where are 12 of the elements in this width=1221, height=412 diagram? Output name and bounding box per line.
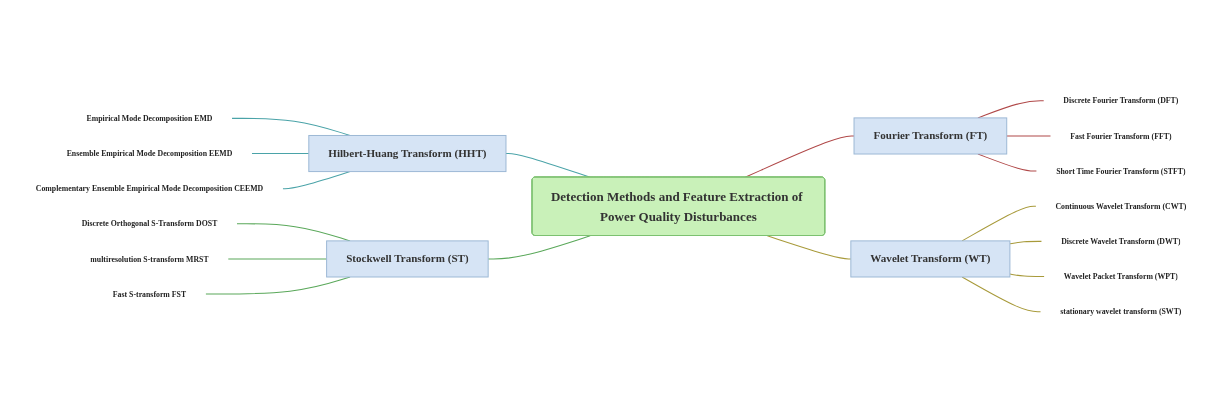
- connector: [1008, 240, 1042, 245]
- connector: [766, 235, 851, 260]
- connector: [487, 235, 591, 260]
- node-box: Fourier Transform (FT): [853, 117, 1007, 155]
- node-box: Stockwell Transform (ST): [325, 240, 489, 278]
- node-box: Hilbert-Huang Transform (HHT): [307, 134, 506, 172]
- node-box: Wavelet Transform (WT): [849, 240, 1010, 278]
- connector: [961, 276, 1041, 312]
- connector: [250, 152, 309, 154]
- connector: [1008, 273, 1045, 277]
- connector: [961, 205, 1036, 242]
- connector: [227, 258, 327, 260]
